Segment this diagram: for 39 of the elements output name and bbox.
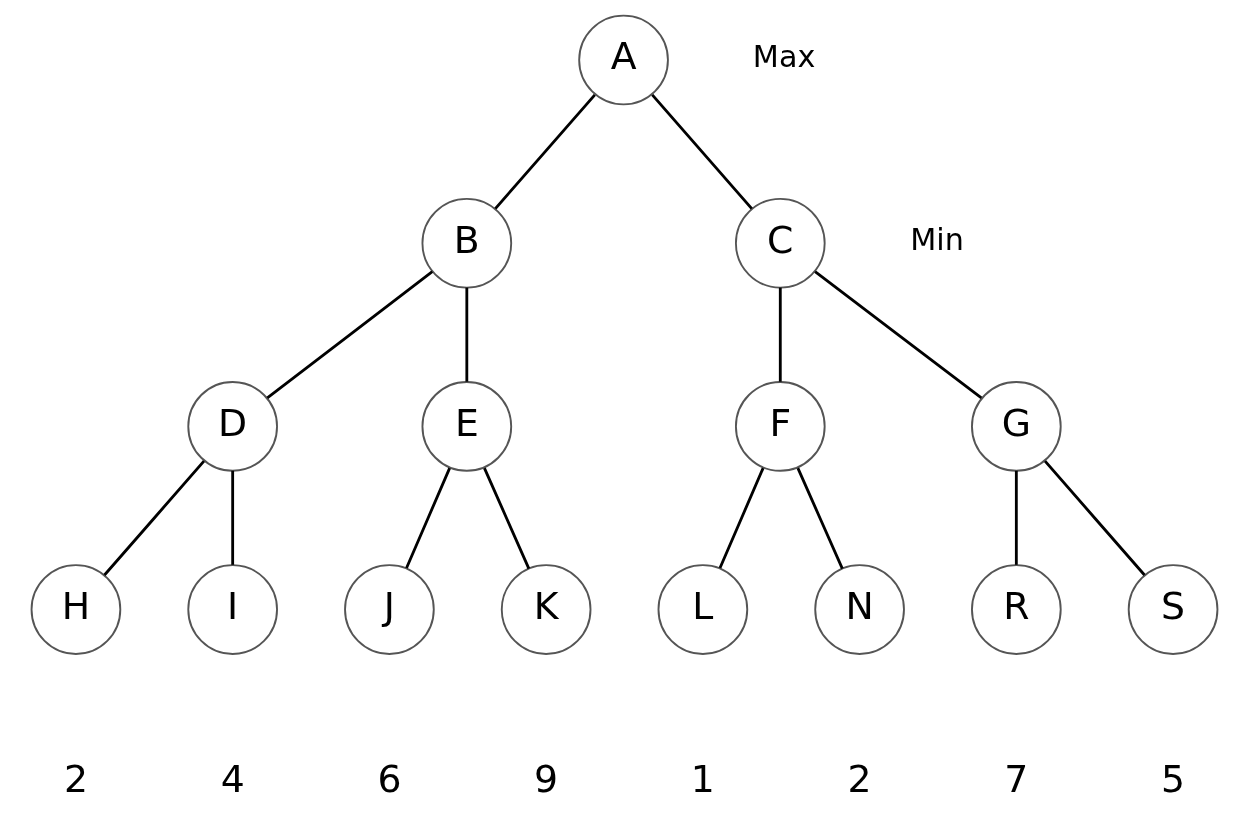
connector bbox=[230, 470, 234, 565]
node-label: 5 bbox=[1160, 756, 1185, 801]
connector bbox=[778, 287, 782, 382]
node-label: 4 bbox=[220, 756, 245, 801]
node-circle: F bbox=[734, 381, 826, 472]
connector bbox=[718, 467, 764, 569]
node-label: 2 bbox=[63, 756, 88, 801]
node-circle: E bbox=[421, 381, 512, 472]
connector bbox=[404, 467, 451, 569]
connector bbox=[464, 287, 468, 382]
node-label: 1 bbox=[690, 756, 715, 801]
connector bbox=[813, 270, 982, 400]
node-circle: S bbox=[1127, 564, 1218, 655]
node-circle: K bbox=[500, 564, 591, 655]
node-label: 9 bbox=[533, 756, 558, 801]
node-circle: D bbox=[186, 381, 278, 472]
node-circle: H bbox=[30, 564, 121, 655]
node-label: 2 bbox=[847, 756, 872, 801]
connector bbox=[1043, 460, 1146, 576]
node-circle: G bbox=[970, 381, 1062, 472]
connector bbox=[1014, 470, 1018, 565]
node-circle: B bbox=[421, 197, 512, 289]
node-label: 7 bbox=[1003, 756, 1028, 801]
node-circle: A bbox=[577, 14, 669, 106]
connector bbox=[102, 460, 205, 576]
node-circle: N bbox=[813, 564, 905, 655]
label: Max bbox=[752, 39, 815, 75]
node-circle: L bbox=[657, 564, 748, 655]
connector bbox=[796, 467, 844, 570]
node-circle: R bbox=[970, 564, 1062, 655]
node-circle: J bbox=[343, 564, 435, 655]
node-circle: C bbox=[734, 197, 826, 289]
node-circle: I bbox=[186, 564, 278, 655]
label: Min bbox=[909, 222, 964, 258]
connector bbox=[482, 467, 530, 570]
connector bbox=[650, 93, 753, 210]
connector bbox=[266, 270, 433, 400]
node-label: 6 bbox=[376, 756, 401, 801]
connector bbox=[493, 93, 596, 210]
